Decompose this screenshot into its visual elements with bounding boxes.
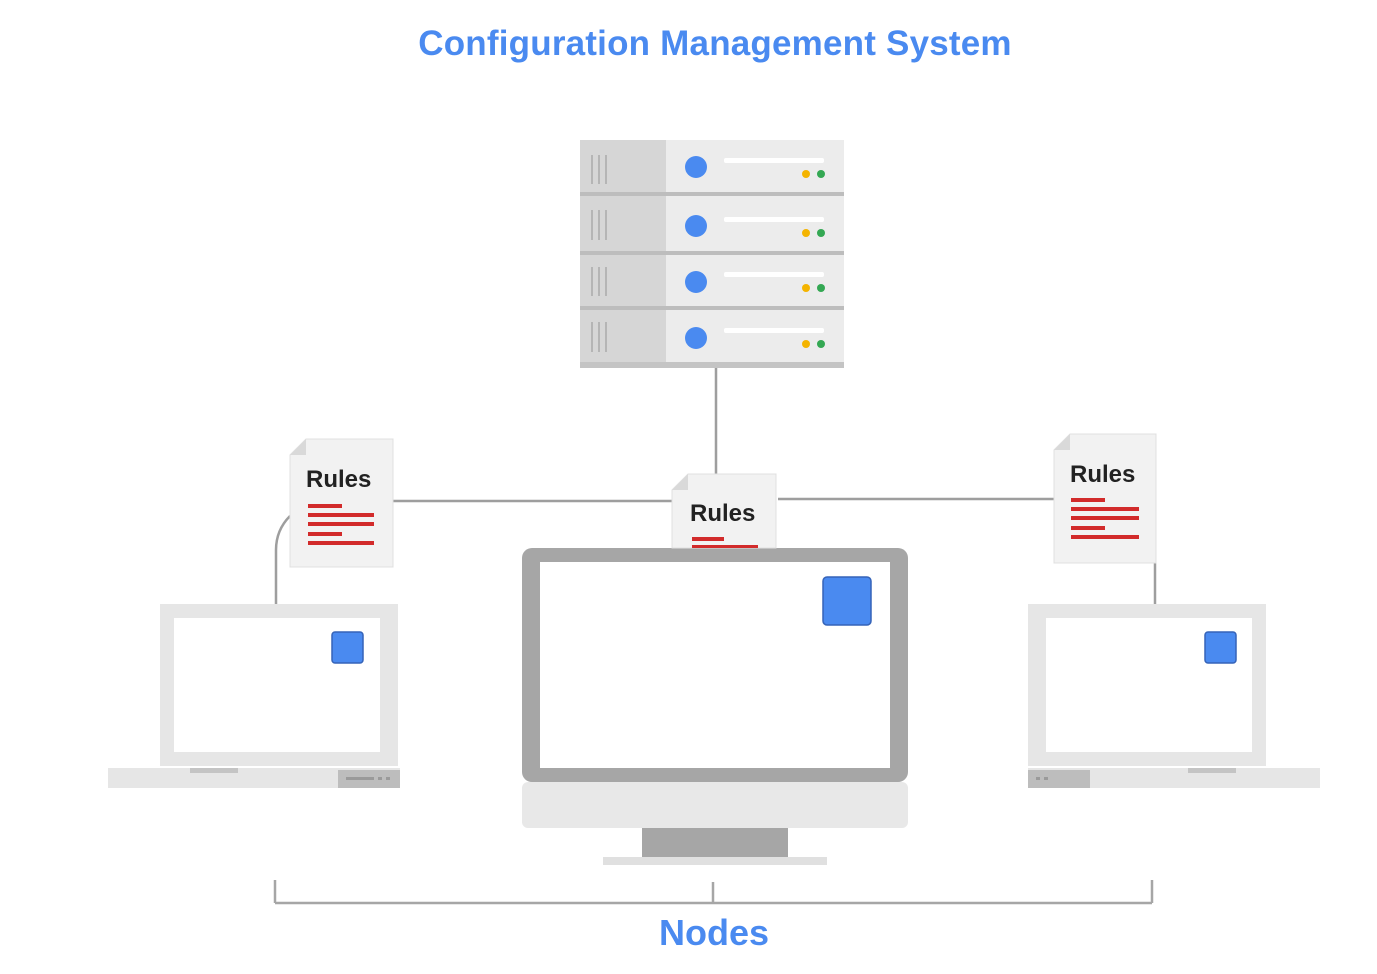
rules-document-icon-center: Rules [671, 473, 777, 549]
app-window-icon [822, 576, 872, 626]
rules-document-icon-right: Rules [1053, 433, 1157, 564]
right-laptop-icon [1028, 604, 1320, 788]
app-window-icon [331, 631, 364, 664]
server-rack-icon [580, 140, 844, 368]
rules-label: Rules [306, 466, 371, 493]
app-window-icon [1204, 631, 1237, 664]
connector-lines [274, 368, 1157, 604]
rules-document-icon-left: Rules [289, 438, 394, 568]
left-laptop-icon [108, 604, 400, 788]
server-unit [580, 210, 844, 255]
server-unit [580, 267, 844, 310]
rules-label: Rules [690, 500, 755, 527]
rules-label: Rules [1070, 461, 1135, 488]
left-laptop-connector [274, 515, 291, 604]
nodes-bracket [273, 880, 1154, 905]
server-unit [591, 322, 825, 352]
diagram-title: Configuration Management System [418, 24, 1012, 63]
desktop-monitor-icon [522, 548, 908, 865]
server-unit [580, 155, 844, 196]
nodes-label: Nodes [658, 912, 770, 953]
